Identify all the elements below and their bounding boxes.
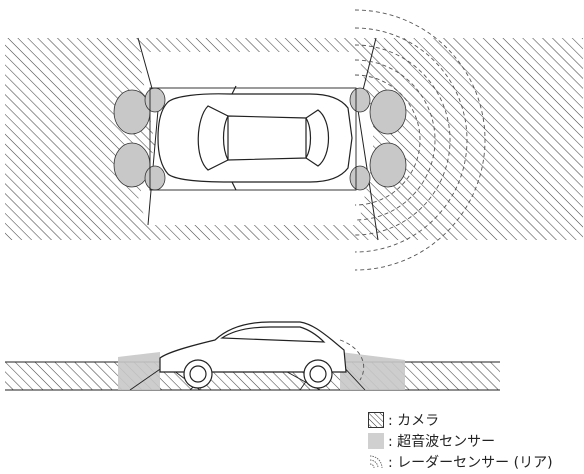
car-rear-wheel-hub (309, 365, 327, 383)
ultrasonic-zone-rear-2 (369, 142, 407, 188)
car-windows-side (220, 326, 326, 343)
ultrasonic-zone-side-rear (340, 352, 405, 390)
legend-label-ultrasonic: : 超音波センサー (388, 434, 496, 450)
ultrasonic-zone-rear-1 (369, 89, 407, 135)
car-rear-wheel (303, 359, 333, 389)
car-top-view (157, 85, 353, 191)
ultrasonic-zone-front-2 (113, 142, 151, 188)
car-side-view (159, 321, 347, 389)
car-rear-window (305, 109, 329, 167)
car-roof (227, 115, 307, 161)
top-view (5, 9, 583, 271)
ultrasonic-zone-front-3 (144, 87, 166, 113)
car-front-wheel-hub (189, 365, 207, 383)
ultrasonic-zone-side-front (118, 352, 160, 390)
legend-label-radar: : レーダーセンサー (リア) (388, 455, 553, 471)
gray-square-icon (368, 433, 384, 449)
car-side-mirror-right (231, 181, 237, 191)
parking-frame (149, 87, 357, 191)
car-windshield (197, 105, 229, 171)
car-body-top (157, 93, 353, 183)
ultrasonic-zone-rear-4 (349, 165, 371, 191)
car-body-side (159, 321, 347, 373)
radar-wave-icon (369, 455, 383, 469)
legend-row-radar: : レーダーセンサー (リア) (368, 452, 553, 472)
legend-row-ultrasonic: : 超音波センサー (368, 431, 495, 451)
ultrasonic-zone-rear-3 (349, 87, 371, 113)
ultrasonic-zone-front-4 (144, 165, 166, 191)
camera-coverage-area (5, 38, 583, 240)
ultrasonic-zones-top (113, 87, 407, 191)
car-side-mirror-left (231, 85, 237, 95)
rear-radar-waves-top (354, 9, 486, 271)
hatched-square-icon (368, 412, 384, 428)
car-front-wheel (183, 359, 213, 389)
legend-label-camera: : カメラ (388, 413, 440, 429)
legend-row-camera: : カメラ (368, 410, 439, 430)
ultrasonic-zone-front-1 (113, 89, 151, 135)
side-view (5, 321, 500, 391)
